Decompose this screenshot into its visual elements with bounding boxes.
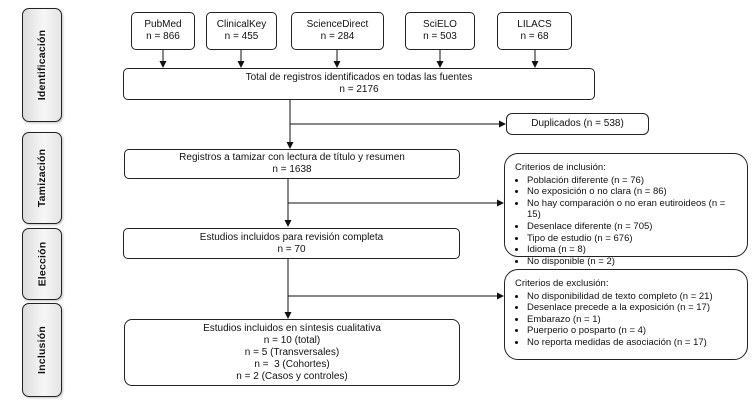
screening-box: Registros a tamizar con lectura de títul…: [124, 149, 460, 179]
duplicates-text: Duplicados (n = 538): [531, 118, 624, 129]
source-name: ClinicalKey: [216, 19, 267, 30]
screening-text: Registros a tamizar con lectura de títul…: [179, 152, 405, 163]
source-count: n = 503: [423, 31, 457, 42]
list-item: No disponibilidad de texto completo (n =…: [527, 291, 737, 303]
total-records-text: Total de registros identificados en toda…: [245, 72, 473, 83]
list-item: Población diferente (n = 76): [527, 175, 737, 187]
source-box-lilacs: LILACS n = 68: [497, 12, 572, 50]
screening-count: n = 1638: [272, 164, 312, 175]
list-item: No exposición o no clara (n = 86): [527, 186, 737, 198]
stage-label-inclusion: Inclusión: [22, 303, 62, 397]
inclusion-criteria-list: Población diferente (n = 76) No exposici…: [515, 175, 737, 268]
source-count: n = 866: [146, 31, 180, 42]
source-count: n = 284: [320, 31, 355, 42]
included-count-line: n = 2 (Casos y controles): [236, 370, 348, 382]
duplicates-box: Duplicados (n = 538): [506, 113, 649, 135]
source-name: PubMed: [144, 19, 182, 30]
source-name: SciELO: [423, 19, 457, 30]
stage-label-tamizacion: Tamización: [22, 132, 62, 224]
included-count-line: n = 3 (Cohortes): [254, 358, 330, 370]
source-name: LILACS: [517, 19, 552, 30]
source-box-clinicalkey: ClinicalKey n = 455: [206, 12, 277, 50]
inclusion-criteria-title: Criterios de inclusión:: [515, 162, 606, 173]
list-item: No disponible (n = 2): [527, 256, 737, 268]
source-count: n = 68: [520, 31, 549, 42]
included-count-line: n = 5 (Transversales): [244, 346, 340, 358]
eligibility-box: Estudios incluidos para revisión complet…: [123, 228, 460, 259]
included-studies-box: Estudios incluidos en síntesis cualitati…: [124, 319, 460, 386]
source-box-sciencedirect: ScienceDirect n = 284: [291, 12, 384, 50]
source-box-pubmed: PubMed n = 866: [131, 12, 195, 50]
list-item: No hay comparación o no eran eutiroideos…: [527, 198, 737, 221]
list-item: Desenlace precede a la exposición (n = 1…: [527, 302, 737, 314]
eligibility-count: n = 70: [277, 243, 306, 255]
source-box-scielo: SciELO n = 503: [405, 12, 475, 50]
stage-label-eleccion: Elección: [22, 228, 62, 300]
exclusion-criteria-list: No disponibilidad de texto completo (n =…: [515, 291, 737, 349]
included-studies-text: Estudios incluidos en síntesis cualitati…: [203, 322, 381, 334]
total-records-count: n = 2176: [339, 84, 379, 95]
list-item: Desenlace diferente (n = 705): [527, 221, 737, 233]
list-item: Idioma (n = 8): [527, 244, 737, 256]
list-item: Puerperio o posparto (n = 4): [527, 325, 737, 337]
list-item: Embarazo (n = 1): [527, 314, 737, 326]
eligibility-text: Estudios incluidos para revisión complet…: [199, 231, 384, 243]
source-count: n = 455: [224, 31, 259, 42]
exclusion-criteria-box: Criterios de exclusión: No disponibilida…: [504, 269, 748, 360]
included-count-line: n = 10 (total): [263, 334, 321, 346]
source-name: ScienceDirect: [306, 19, 369, 30]
stage-label-identificacion: Identificación: [22, 8, 62, 122]
list-item: Tipo de estudio (n = 676): [527, 233, 737, 245]
list-item: No reporta medidas de asociación (n = 17…: [527, 337, 737, 349]
total-records-box: Total de registros identificados en toda…: [123, 68, 595, 100]
inclusion-criteria-box: Criterios de inclusión: Población difere…: [504, 153, 748, 267]
exclusion-criteria-title: Criterios de exclusión:: [515, 278, 609, 289]
